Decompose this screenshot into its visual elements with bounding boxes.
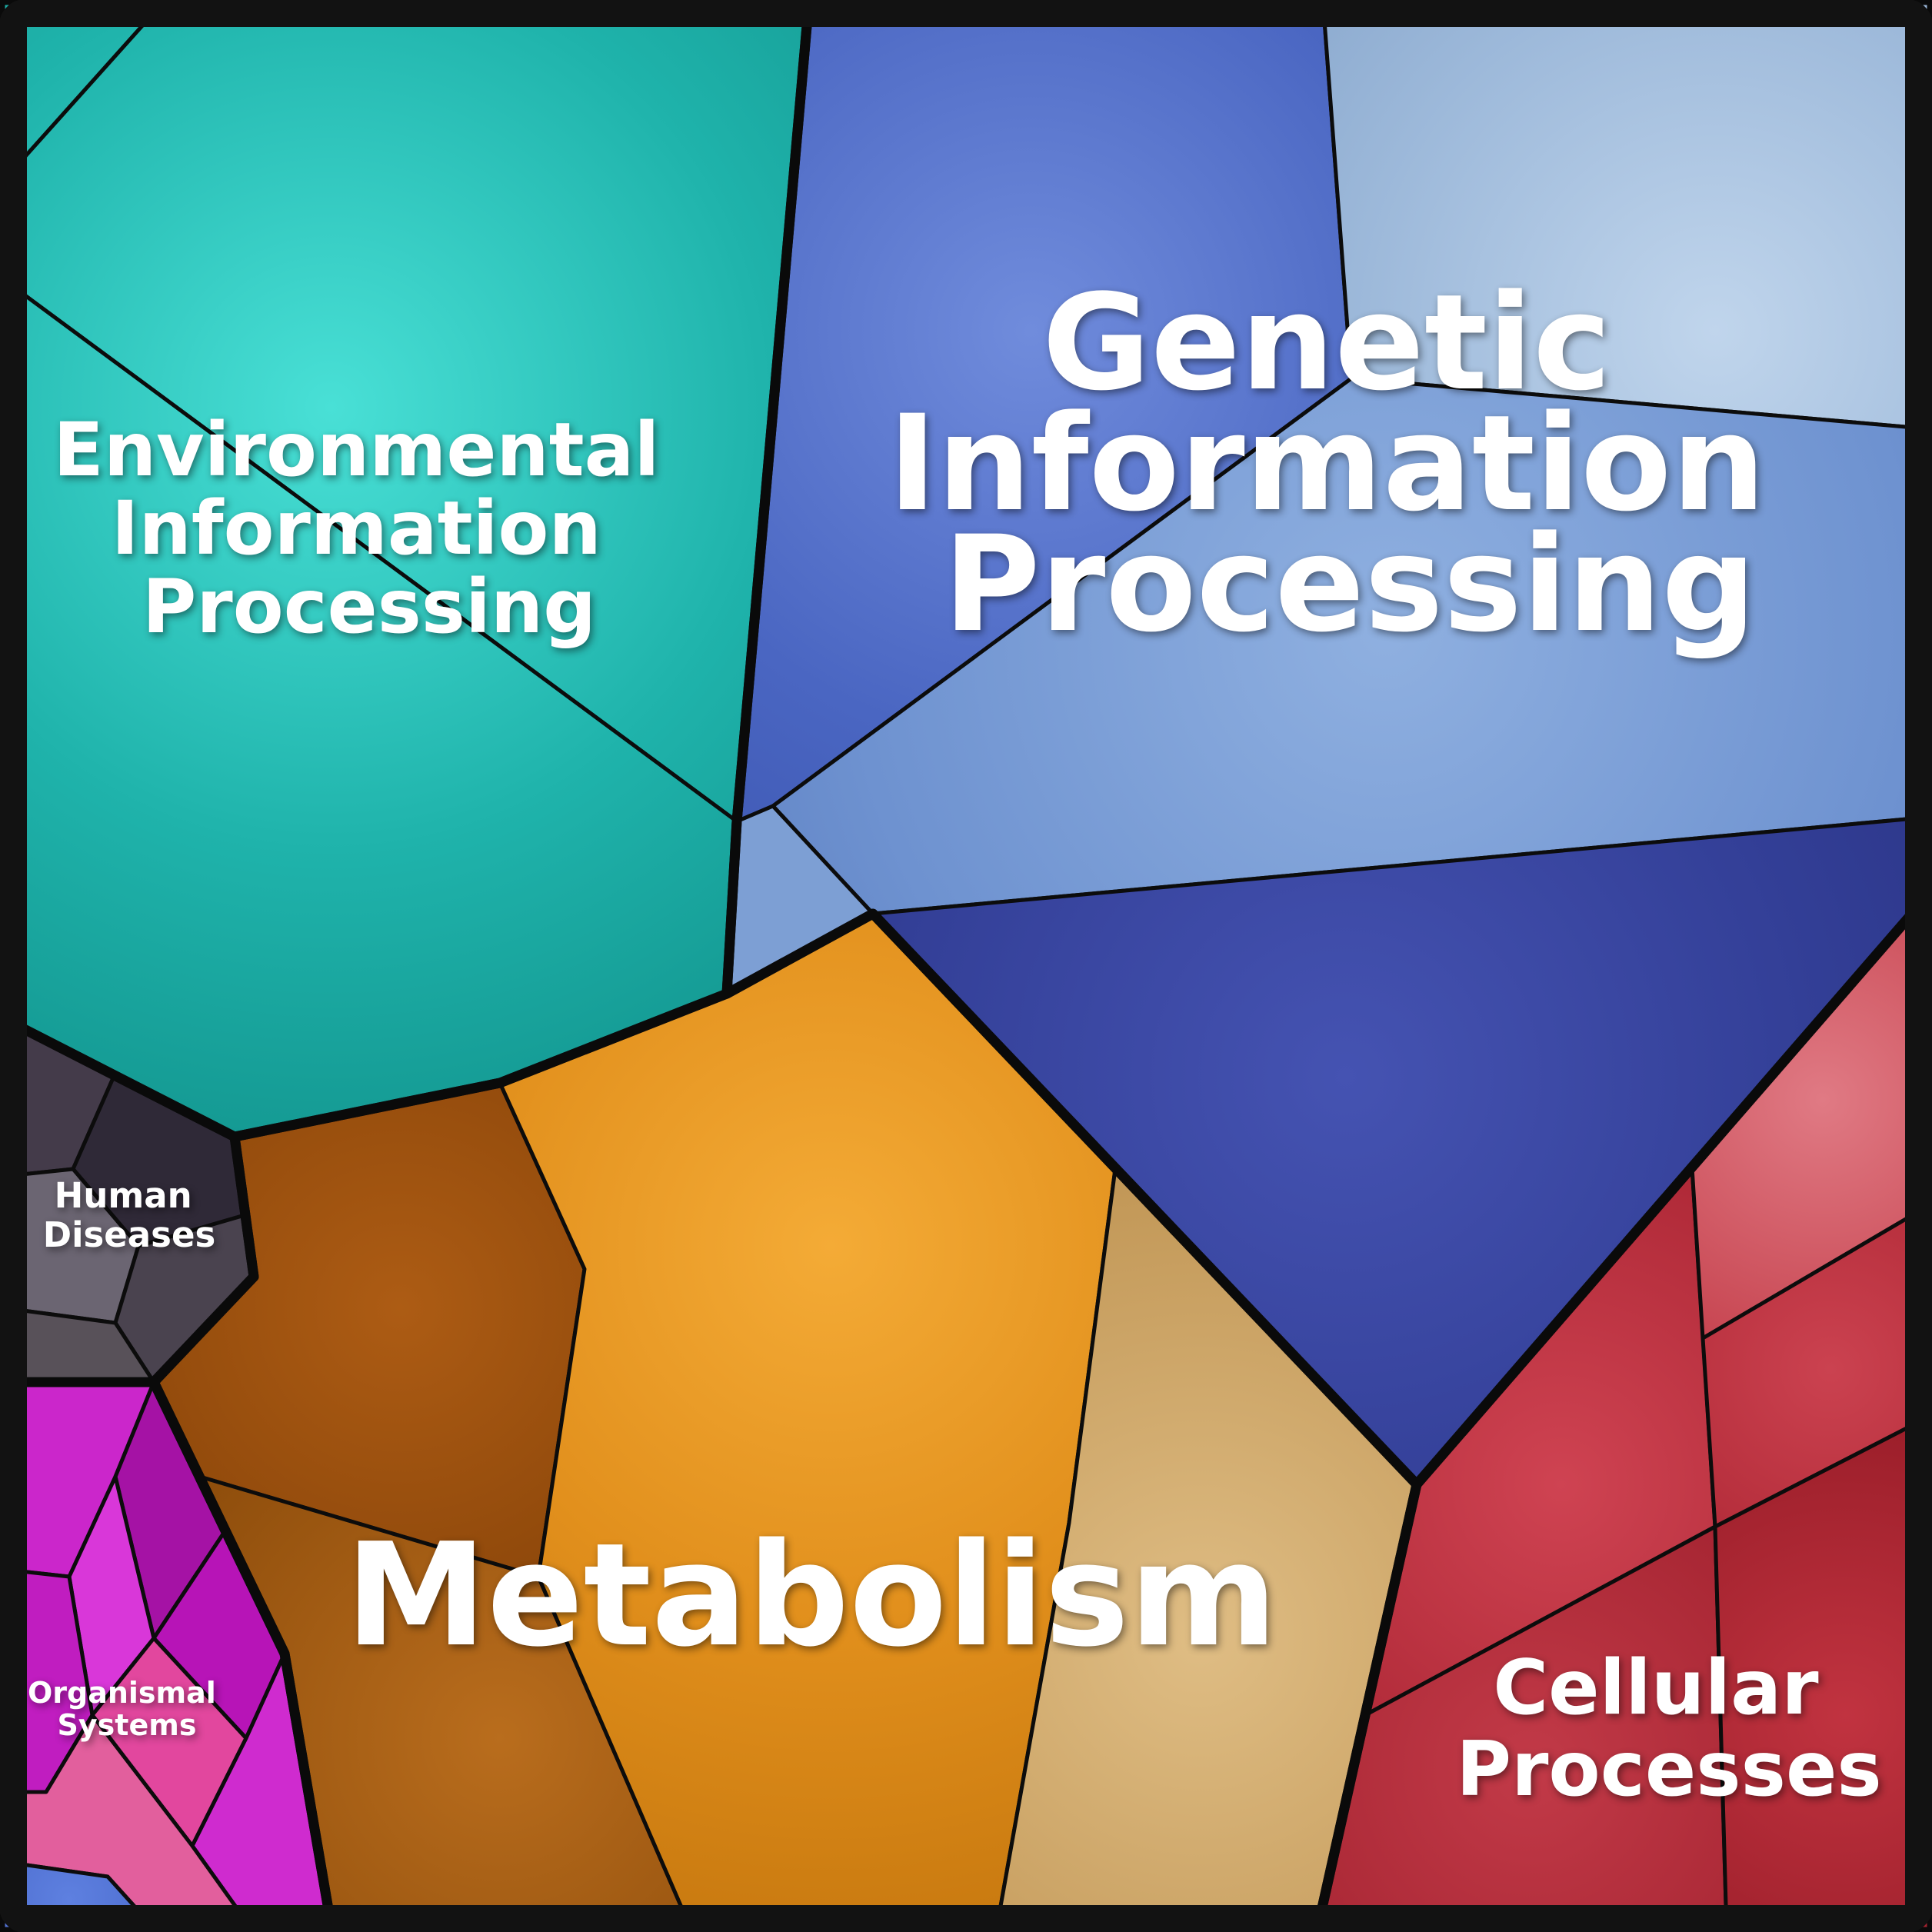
region-cellular-processes [1314, 888, 1932, 1932]
outline-cellular-processes [1311, 885, 1932, 1932]
cell-gip-lightsteel [1321, 0, 1932, 431]
region-organismal-systems [0, 1380, 335, 1932]
cell-cp-mid-right [1700, 1201, 1932, 1529]
label-cellular-processes: Cellular Processes [1456, 1644, 1882, 1814]
region-metabolism [152, 911, 1419, 1932]
outline-organismal-systems [0, 1377, 338, 1932]
region-human-diseases [0, 1014, 256, 1384]
outline-human-diseases [0, 1011, 259, 1387]
label-organismal-systems: Organismal Systems [28, 1676, 226, 1742]
cell-os-7 [190, 1651, 335, 1932]
label-human-diseases: Human Diseases [43, 1175, 216, 1255]
label-metabolism: Metabolism [345, 1512, 1277, 1678]
cell-cp-bottom-right [1713, 1413, 1932, 1932]
label-genetic-information-processing: Genetic Information Processing [888, 265, 1811, 661]
label-environmental-information-processing: Environmental Information Processing [53, 407, 685, 650]
region-genetic-information-processing [724, 0, 1932, 1487]
